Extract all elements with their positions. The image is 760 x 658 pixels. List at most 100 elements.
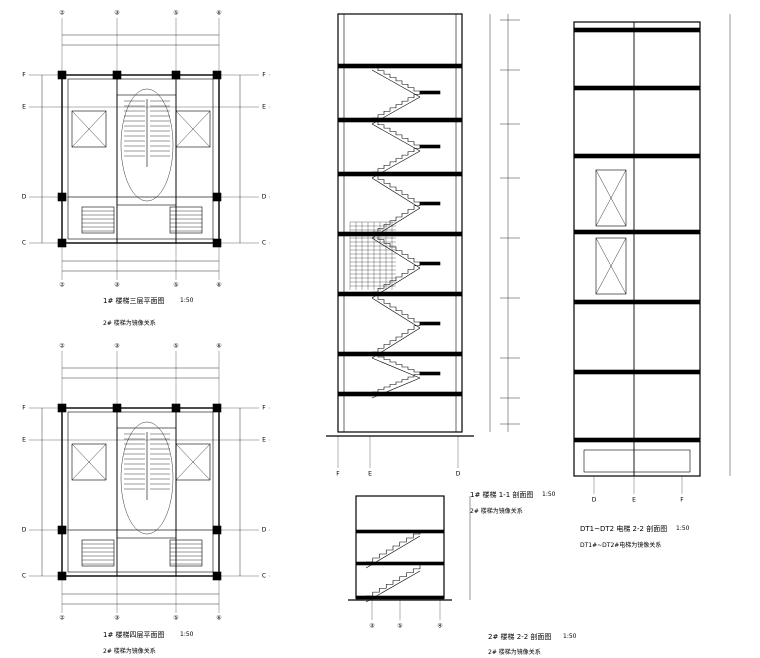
axis-bubble xyxy=(259,435,269,445)
axis-label: ③ xyxy=(369,623,374,630)
elevator-car xyxy=(595,169,627,227)
floor-slab xyxy=(337,391,463,397)
elevator-section-subtitle: DT1#~DT2#电梯为镜像关系 xyxy=(580,542,662,549)
column xyxy=(212,403,222,413)
stair-soffit xyxy=(371,267,421,299)
axis-label: D xyxy=(262,194,267,201)
axis-label: F xyxy=(22,72,26,79)
axis-label: ⑥ xyxy=(216,615,221,622)
axis-bubble xyxy=(435,621,445,631)
axis-label: ② xyxy=(59,615,65,622)
axis-label: ② xyxy=(59,282,65,289)
axis-bubble xyxy=(629,495,639,505)
axis-label: ③ xyxy=(114,343,119,350)
axis-bubble xyxy=(19,571,29,581)
section-2-2-subtitle: 2# 楼梯为镜像关系 xyxy=(488,649,541,656)
masonry-hatch xyxy=(349,221,396,290)
axis-label: F xyxy=(262,72,266,79)
axis-label: ② xyxy=(59,10,65,17)
axis-label: ⑤ xyxy=(173,282,178,289)
section-1-1-subtitle: 2# 楼梯为镜像关系 xyxy=(470,508,523,515)
plan-bottom-title: 1# 楼梯四层平面图 xyxy=(103,631,165,639)
axis-bubble xyxy=(171,613,181,623)
section-1-1-scale: 1:50 xyxy=(542,491,556,498)
axis-bubble xyxy=(453,469,463,479)
axis-bubble xyxy=(112,8,122,18)
axis-bubble xyxy=(214,280,224,290)
plan-bottom-subtitle: 2# 楼梯为镜像关系 xyxy=(103,648,156,655)
elevator-cross xyxy=(595,237,627,295)
axis-bubble xyxy=(259,403,269,413)
landing xyxy=(419,261,441,266)
stair-flight xyxy=(371,172,420,203)
elevator-shaft xyxy=(71,443,107,481)
column xyxy=(57,192,67,202)
axis-label: ③ xyxy=(114,10,119,17)
axis-bubble xyxy=(19,192,29,202)
floor-slab xyxy=(573,229,701,235)
elevator-cross xyxy=(175,110,211,148)
section-2-2-scale: 1:50 xyxy=(563,633,577,640)
axis-bubble xyxy=(57,613,67,623)
floor-slab xyxy=(573,299,701,305)
floor-slab xyxy=(573,153,701,159)
axis-bubble xyxy=(367,621,377,631)
plan-top-scale: 1:50 xyxy=(180,297,194,304)
section-1-1-title: 1# 楼梯 1-1 剖面图 xyxy=(470,491,534,499)
axis-label: F xyxy=(22,405,26,412)
column xyxy=(57,571,67,581)
axis-label: C xyxy=(22,573,26,580)
axis-label: F xyxy=(262,405,266,412)
stair-flight xyxy=(371,292,420,323)
floor-slab xyxy=(573,27,701,33)
elevator-outline xyxy=(573,21,701,477)
column xyxy=(57,403,67,413)
axis-bubble xyxy=(171,280,181,290)
axis-bubble xyxy=(259,525,269,535)
axis-bubble xyxy=(19,525,29,535)
column xyxy=(212,238,222,248)
stair-flight xyxy=(81,539,115,567)
axis-label: E xyxy=(262,437,266,444)
stair-flight xyxy=(372,322,421,353)
plan-top-title: 1# 楼梯三层平面图 xyxy=(103,297,165,305)
elevator-cross xyxy=(71,443,107,481)
stair-curve xyxy=(120,88,174,202)
stair-flight xyxy=(371,352,420,373)
outer-wall xyxy=(61,74,220,244)
axis-bubble xyxy=(259,102,269,112)
elevator-section-drawing xyxy=(573,14,731,494)
stair-soffit xyxy=(371,357,421,379)
stair-flight xyxy=(169,206,203,234)
column xyxy=(57,70,67,80)
stair-flight xyxy=(372,372,421,393)
floor-slab xyxy=(573,437,701,443)
landing xyxy=(419,371,441,376)
axis-bubble xyxy=(214,341,224,351)
axis-label: C xyxy=(262,240,266,247)
landing xyxy=(419,90,441,95)
axis-bubble xyxy=(214,8,224,18)
elevator-section-scale: 1:50 xyxy=(676,525,690,532)
axis-bubble xyxy=(259,70,269,80)
stair-soffit xyxy=(371,177,421,209)
stair-soffit xyxy=(371,69,421,98)
elevator-shaft xyxy=(71,110,107,148)
floor-slab xyxy=(355,595,445,600)
side-wall xyxy=(455,13,463,433)
stair-soffit xyxy=(371,377,421,399)
stair-flight xyxy=(366,530,421,563)
axis-label: ⑥ xyxy=(216,10,221,17)
stair-flight xyxy=(372,202,421,233)
floor-slab xyxy=(355,529,445,534)
stair-soffit xyxy=(371,123,421,152)
stair-flight xyxy=(372,145,421,173)
inner-wall xyxy=(67,411,214,573)
floor-slab xyxy=(337,291,463,297)
section-2-2-title: 2# 楼梯 2-2 剖面图 xyxy=(488,633,552,641)
axis-bubble xyxy=(171,8,181,18)
axis-bubble xyxy=(259,192,269,202)
axis-bubble xyxy=(19,102,29,112)
axis-bubble xyxy=(57,341,67,351)
